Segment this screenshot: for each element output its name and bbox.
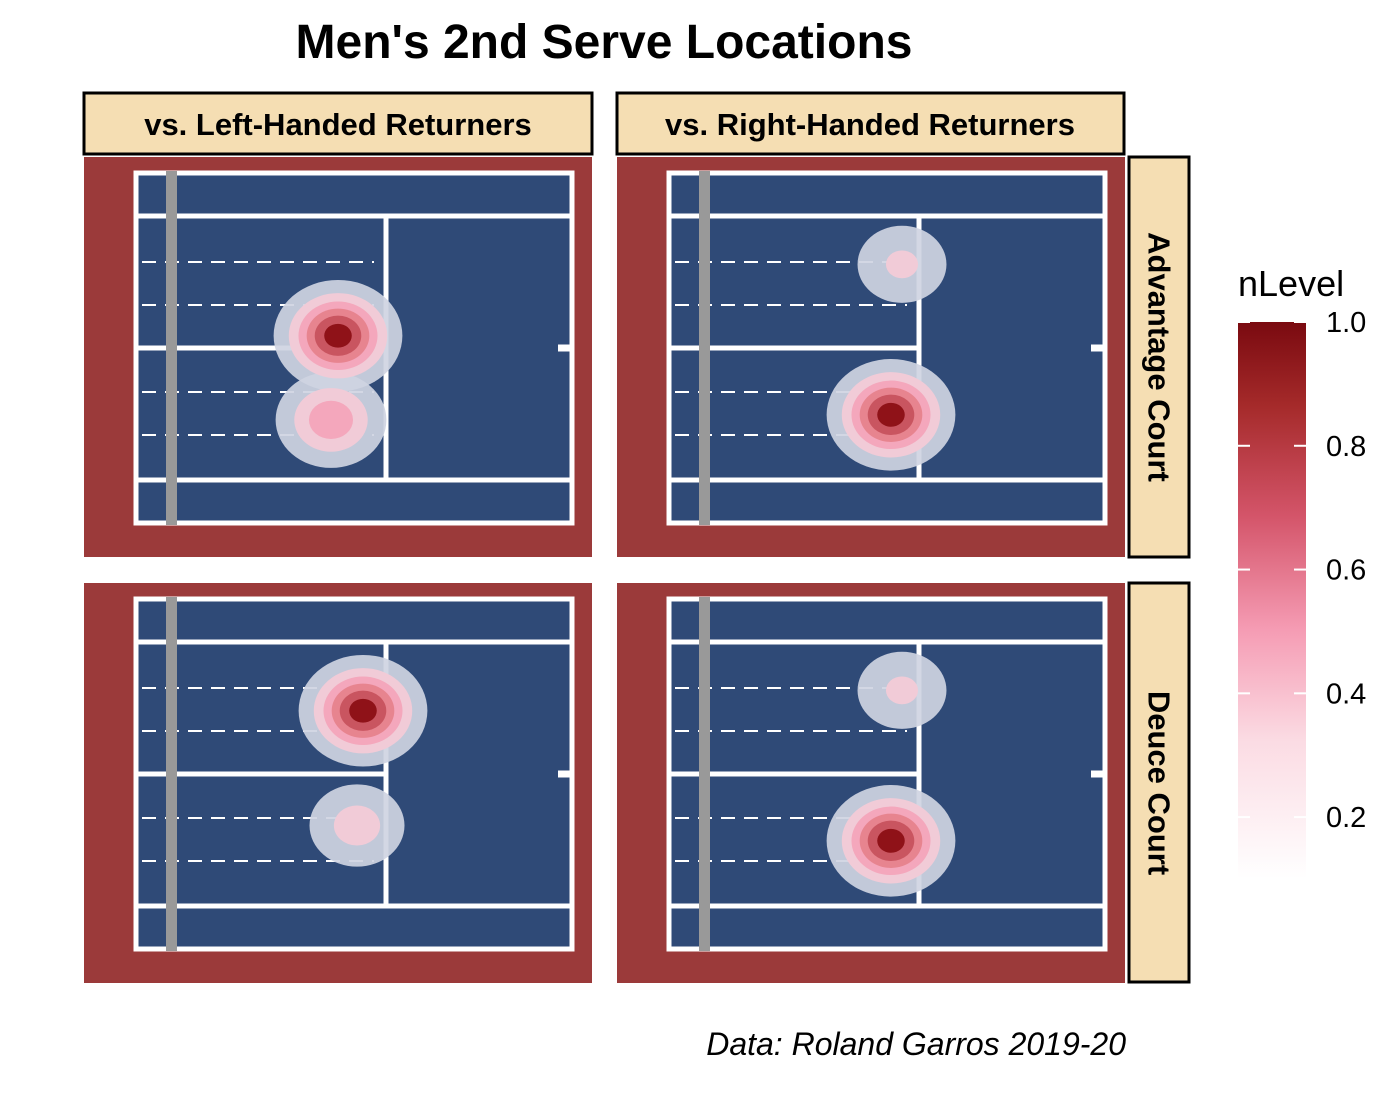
density-contours [298,654,428,867]
row-strips: Advantage Court Deuce Court [1127,155,1191,984]
density-contour [349,698,377,723]
chart-caption: Data: Roland Garros 2019-20 [706,1026,1126,1062]
density-contour [333,805,381,846]
column-strip-box [615,91,1126,156]
density-contour [308,400,354,439]
facet-panel [617,583,1125,983]
net [166,171,177,525]
column-strip-left: vs. Left-Handed Returners [144,107,532,142]
density-contour [877,828,905,853]
legend-tick-label: 0.8 [1326,431,1366,463]
facet-panels [84,157,1125,983]
facet-panel [84,157,592,557]
net [699,597,710,951]
net [166,597,177,951]
legend-ticks: 1.0 0.8 0.6 0.4 0.2 [1238,307,1366,834]
row-strip-deuce: Deuce Court [1142,691,1177,875]
legend-colorbar [1238,322,1306,879]
density-contour [885,676,919,705]
density-contour [324,323,352,348]
density-contours [826,651,956,897]
facet-panel [84,583,592,983]
legend-tick-label: 0.2 [1326,802,1366,834]
column-strips: vs. Left-Handed Returners vs. Right-Hand… [82,91,1126,156]
density-contour [877,402,905,427]
density-contour [885,250,919,279]
legend-tick-label: 0.4 [1326,678,1366,710]
legend-tick-label: 1.0 [1326,307,1366,339]
legend: nLevel 1.0 0.8 0.6 0.4 0.2 [1238,263,1366,879]
chart-title: Men's 2nd Serve Locations [296,16,913,69]
legend-tick-label: 0.6 [1326,555,1366,587]
legend-title: nLevel [1238,263,1344,304]
net [699,171,710,525]
facet-panel [617,157,1125,557]
column-strip-box [82,91,594,156]
density-contours [826,225,956,471]
row-strip-advantage: Advantage Court [1142,232,1177,482]
row-strip-box [1127,155,1191,559]
column-strip-right: vs. Right-Handed Returners [665,107,1075,142]
density-contours [273,279,403,468]
row-strip-box [1127,581,1191,984]
